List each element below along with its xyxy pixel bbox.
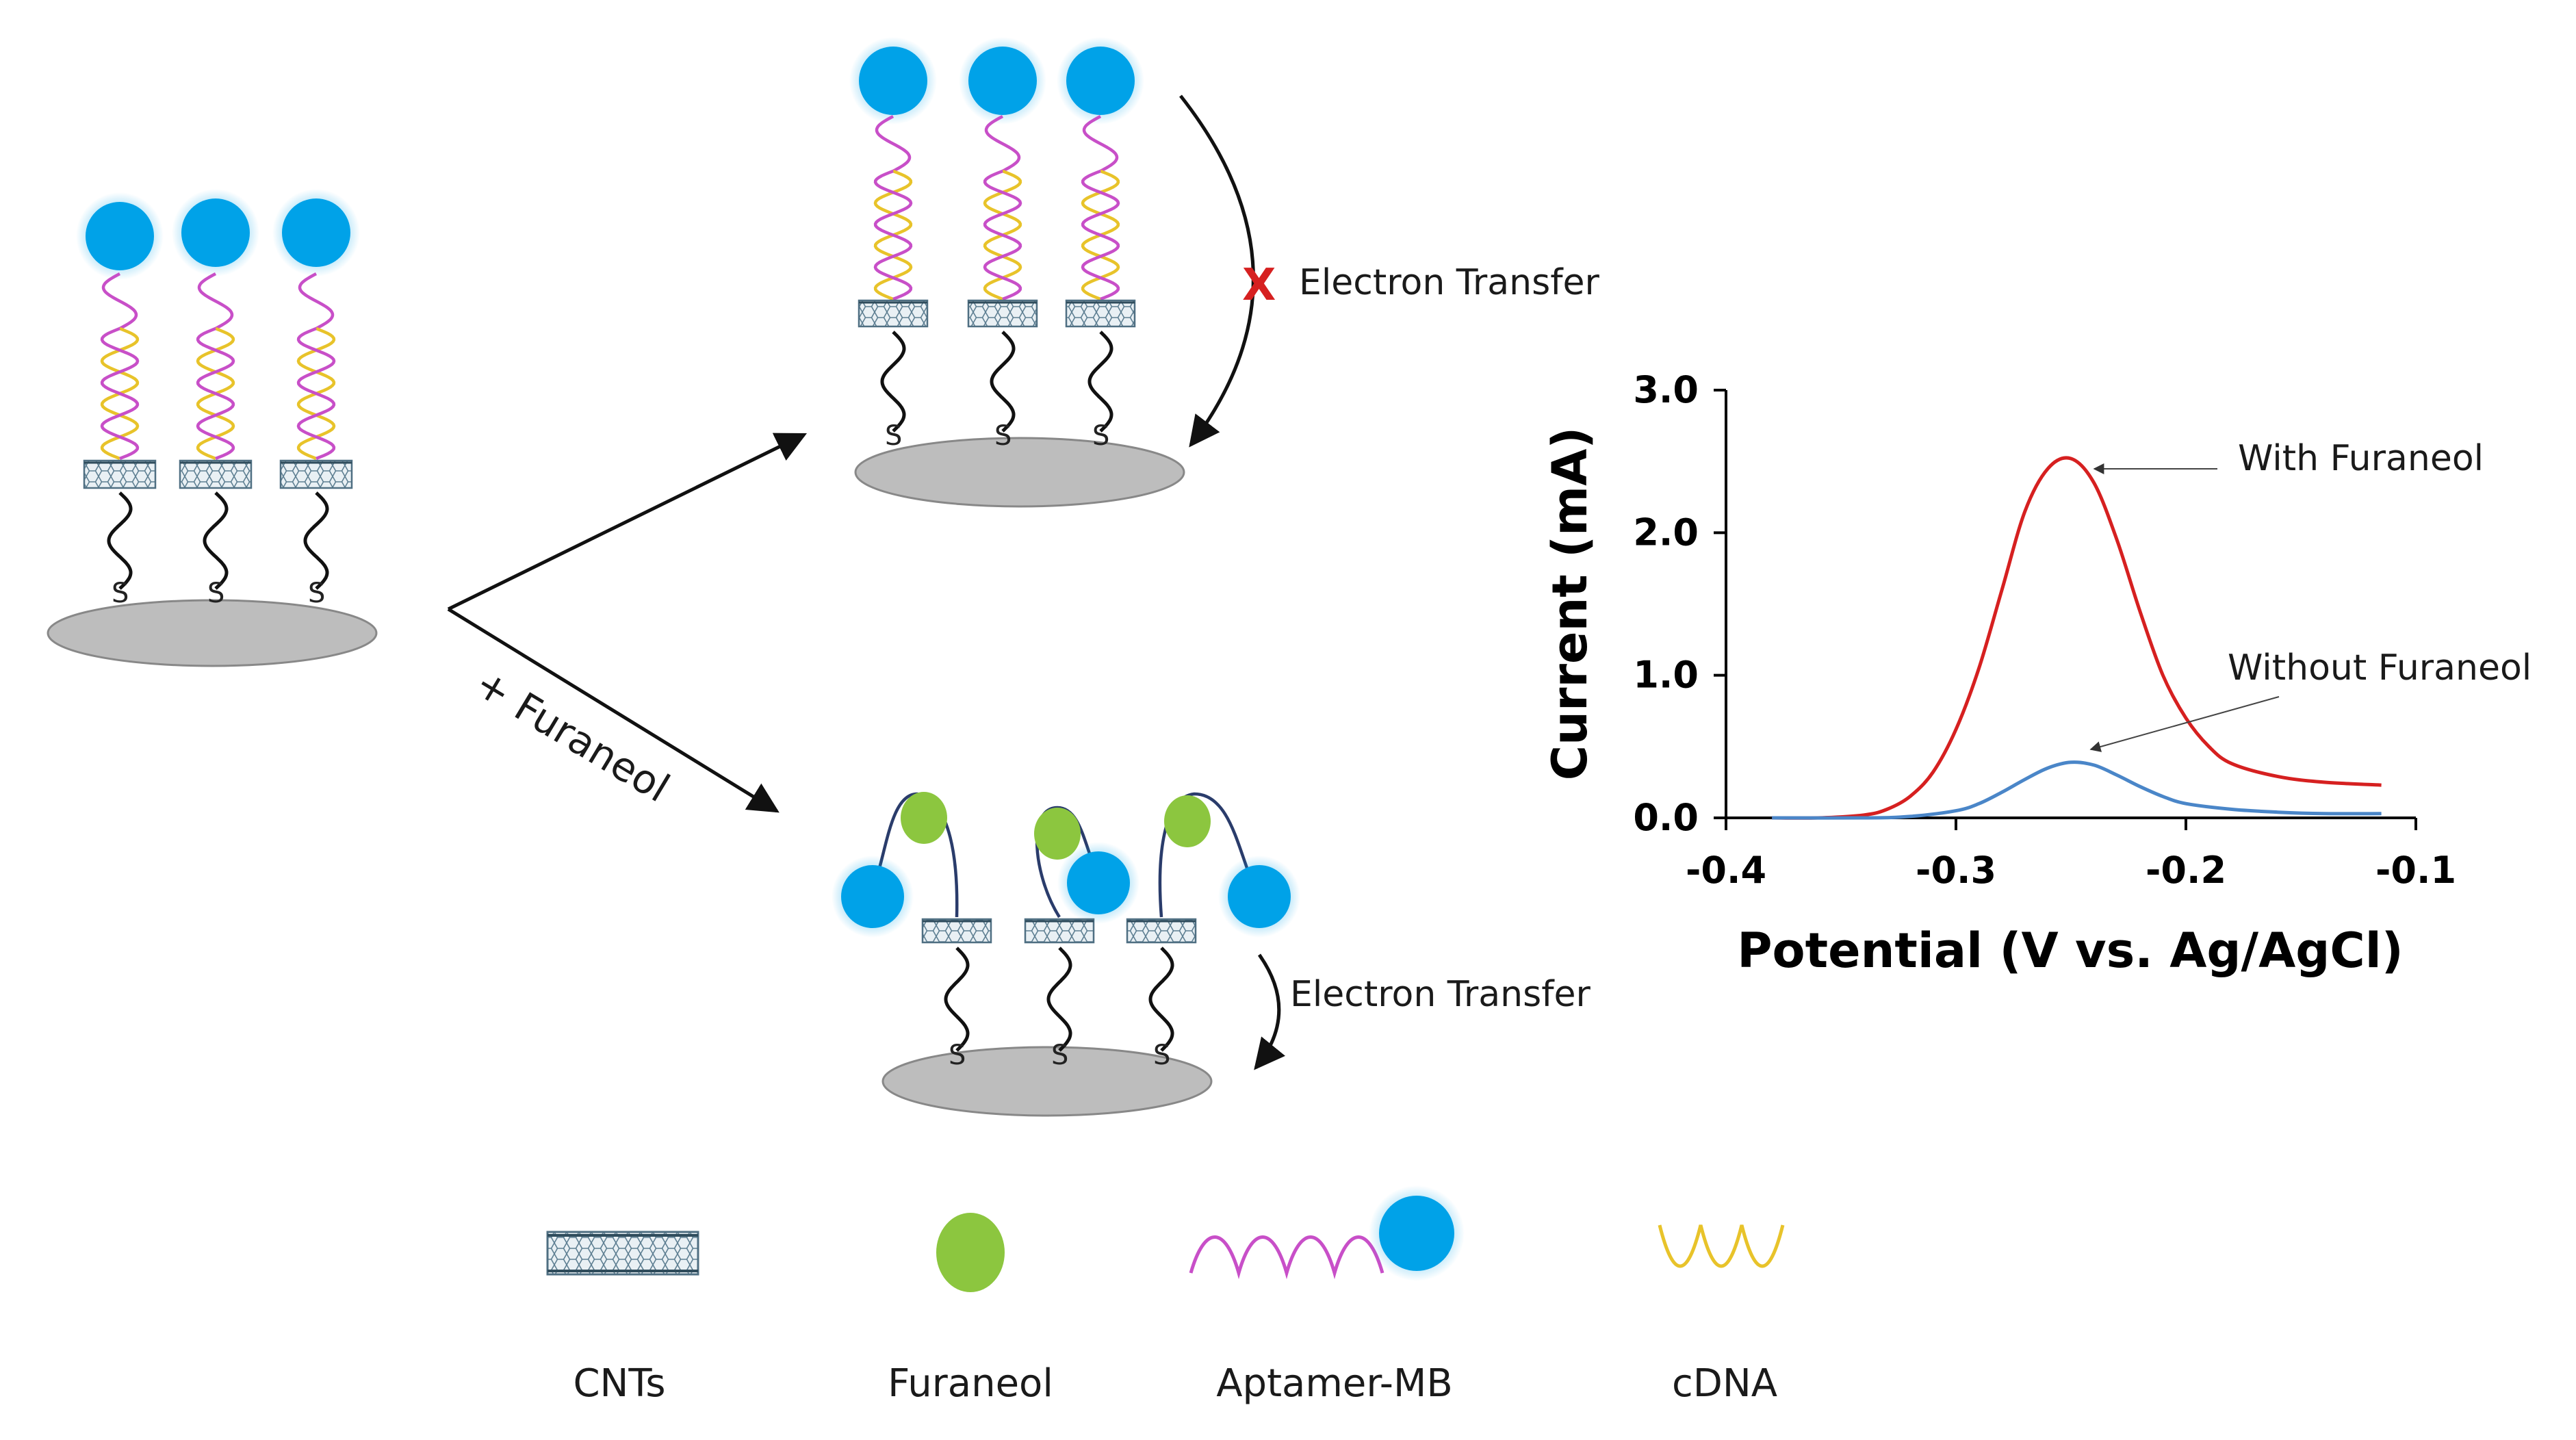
aptamer-strand: [875, 115, 912, 172]
branch-arrow-up: [447, 433, 808, 611]
furaneol-molecule: [1164, 795, 1211, 847]
carbon-nanotube: [967, 299, 1038, 328]
y-tick-label: 0.0: [1633, 796, 1699, 839]
thiol-linker: [1148, 947, 1174, 1052]
gold-electrode: [47, 599, 378, 667]
aptamer-strand: [1082, 115, 1119, 172]
y-tick-label: 3.0: [1633, 368, 1699, 411]
carbon-nanotube: [1024, 918, 1095, 944]
aptamer-legend-icon: [1189, 1235, 1384, 1280]
furaneol-molecule: [901, 792, 947, 844]
furaneol-molecule: [1034, 808, 1081, 860]
aptamer-strand: [1081, 169, 1120, 301]
without-furaneol-pointer: [2089, 696, 2280, 752]
y-tick-label: 2.0: [1633, 511, 1699, 554]
with-furaneol-label: With Furaneol: [2238, 438, 2484, 479]
carbon-nanotube: [83, 459, 157, 489]
s-label: S: [207, 578, 224, 609]
x-tick-label: -0.2: [2146, 849, 2226, 892]
methylene-blue-tag: [181, 198, 250, 267]
carbon-nanotube: [279, 459, 353, 489]
x-tick-label: -0.4: [1686, 849, 1766, 892]
electron-transfer-bottom-label: Electron Transfer: [1290, 974, 1591, 1015]
aptamer-strand: [984, 115, 1021, 172]
without-furaneol-curve: [1772, 760, 2382, 820]
aptamer-strand: [296, 326, 336, 461]
thiol-linker: [880, 331, 906, 433]
x-tick-label: -0.1: [2375, 849, 2456, 892]
aptamer-strand: [298, 272, 335, 330]
voltammogram-chart: -0.4 -0.3 -0.2 -0.1 0.0 1.0 2.0 3.0 Current (mA…: [1542, 368, 2532, 979]
y-axis-title: Current (mA): [1542, 427, 1598, 781]
legend-cdna-label: cDNA: [1672, 1361, 1777, 1406]
thiol-linker: [107, 491, 133, 590]
thiol-linker: [1087, 331, 1113, 433]
x-tick-label: -0.3: [1916, 849, 1996, 892]
methylene-blue-tag: [1067, 851, 1130, 914]
electron-transfer-arrow: [1254, 953, 1285, 1070]
blocked-x-mark: X: [1242, 260, 1276, 311]
aptamer-strand: [983, 169, 1022, 301]
gold-electrode: [881, 1046, 1213, 1117]
methylene-blue-tag: [859, 47, 927, 115]
s-label: S: [1153, 1040, 1170, 1071]
legend-furaneol-label: Furaneol: [888, 1361, 1053, 1406]
y-tick-label: 1.0: [1633, 654, 1699, 697]
electron-transfer-top-label: Electron Transfer: [1299, 262, 1600, 303]
legend: CNTs Furaneol Aptamer-MB cDNA: [546, 1185, 1785, 1406]
methylene-blue-tag: [282, 198, 350, 267]
aptamer-strand: [100, 326, 140, 461]
methylene-blue-tag: [968, 47, 1037, 115]
x-axis-title: Potential (V vs. Ag/AgCl): [1737, 923, 2404, 979]
aptamer-strand: [873, 169, 913, 301]
methylene-blue-tag: [1228, 865, 1291, 928]
legend-cnts-label: CNTs: [573, 1361, 665, 1406]
folded-aptamer: [1158, 792, 1258, 918]
s-label: S: [949, 1040, 966, 1071]
s-label: S: [308, 578, 325, 609]
carbon-nanotube: [1065, 299, 1136, 328]
thiol-linker: [944, 947, 970, 1052]
gold-electrode: [854, 437, 1185, 508]
carbon-nanotube: [179, 459, 253, 489]
plus-furaneol-label: + Furaneol: [467, 660, 678, 812]
s-label: S: [885, 420, 902, 452]
aptamer-strand: [101, 272, 138, 330]
methylene-blue-tag: [841, 865, 904, 928]
cnt-legend-icon: [546, 1231, 699, 1276]
thiol-linker: [990, 331, 1016, 433]
s-label: S: [1092, 420, 1109, 452]
carbon-nanotube: [858, 299, 929, 328]
legend-aptamer-mb-label: Aptamer-MB: [1216, 1361, 1453, 1406]
carbon-nanotube: [921, 918, 992, 944]
branch-arrow-down: [447, 607, 780, 813]
blocked-transfer-arrow: [1179, 94, 1255, 448]
without-furaneol-label: Without Furaneol: [2228, 647, 2532, 689]
aptamer-strand: [196, 326, 235, 461]
aptamer-strand: [197, 272, 234, 330]
carbon-nanotube: [1126, 918, 1197, 944]
cdna-legend-icon: [1658, 1224, 1785, 1268]
methylene-blue-legend-icon: [1379, 1196, 1454, 1271]
thiol-linker: [303, 491, 329, 590]
furaneol-legend-icon: [936, 1213, 1005, 1292]
s-label: S: [1051, 1040, 1068, 1071]
thiol-linker: [203, 491, 229, 590]
methylene-blue-tag: [1066, 47, 1135, 115]
s-label: S: [112, 578, 129, 609]
with-furaneol-curve: [1772, 456, 2382, 820]
methylene-blue-tag: [86, 202, 154, 270]
s-label: S: [994, 420, 1012, 452]
thiol-linker: [1046, 947, 1072, 1052]
